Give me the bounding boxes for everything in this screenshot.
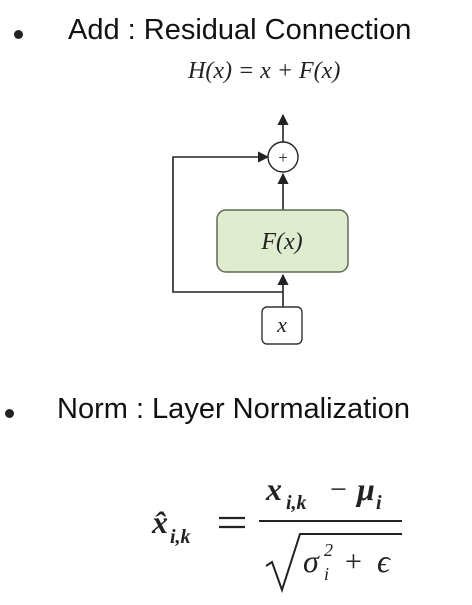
- add-node: [267, 141, 299, 173]
- function-block: [216, 209, 349, 273]
- bullet-1: [14, 30, 23, 39]
- bullet-2: [5, 409, 14, 418]
- formula-lhs: x̂: [151, 504, 168, 540]
- section1-heading: Add : Residual Connection: [68, 14, 412, 46]
- add-symbol: +: [278, 148, 288, 167]
- denominator-sigma-sub: i: [324, 564, 329, 584]
- input-box: [261, 306, 303, 345]
- layer-norm-formula: x̂ i,k x i,k − μ i σ 2 i + ϵ: [151, 471, 402, 594]
- section2-heading: Norm : Layer Normalization: [57, 393, 410, 425]
- denominator-epsilon: ϵ: [377, 543, 391, 579]
- numerator-mu: μ: [355, 471, 375, 507]
- formula-lhs-sub: i,k: [170, 526, 191, 548]
- residual-diagram: + F(x) x: [172, 113, 349, 345]
- numerator-x: x: [265, 471, 282, 507]
- skip-connection-line: [172, 151, 283, 293]
- numerator-x-sub: i,k: [286, 492, 307, 514]
- input-label: x: [276, 312, 287, 337]
- sqrt-symbol: [265, 533, 402, 594]
- numerator-mu-sub: i: [376, 492, 382, 514]
- denominator-sigma: σ: [303, 543, 320, 579]
- function-block-label: F(x): [260, 229, 302, 255]
- denominator-sigma-sup: 2: [324, 540, 333, 560]
- numerator-minus: −: [330, 473, 347, 506]
- denominator-plus: +: [345, 545, 362, 578]
- residual-equation: H(x) = x + F(x): [188, 58, 341, 84]
